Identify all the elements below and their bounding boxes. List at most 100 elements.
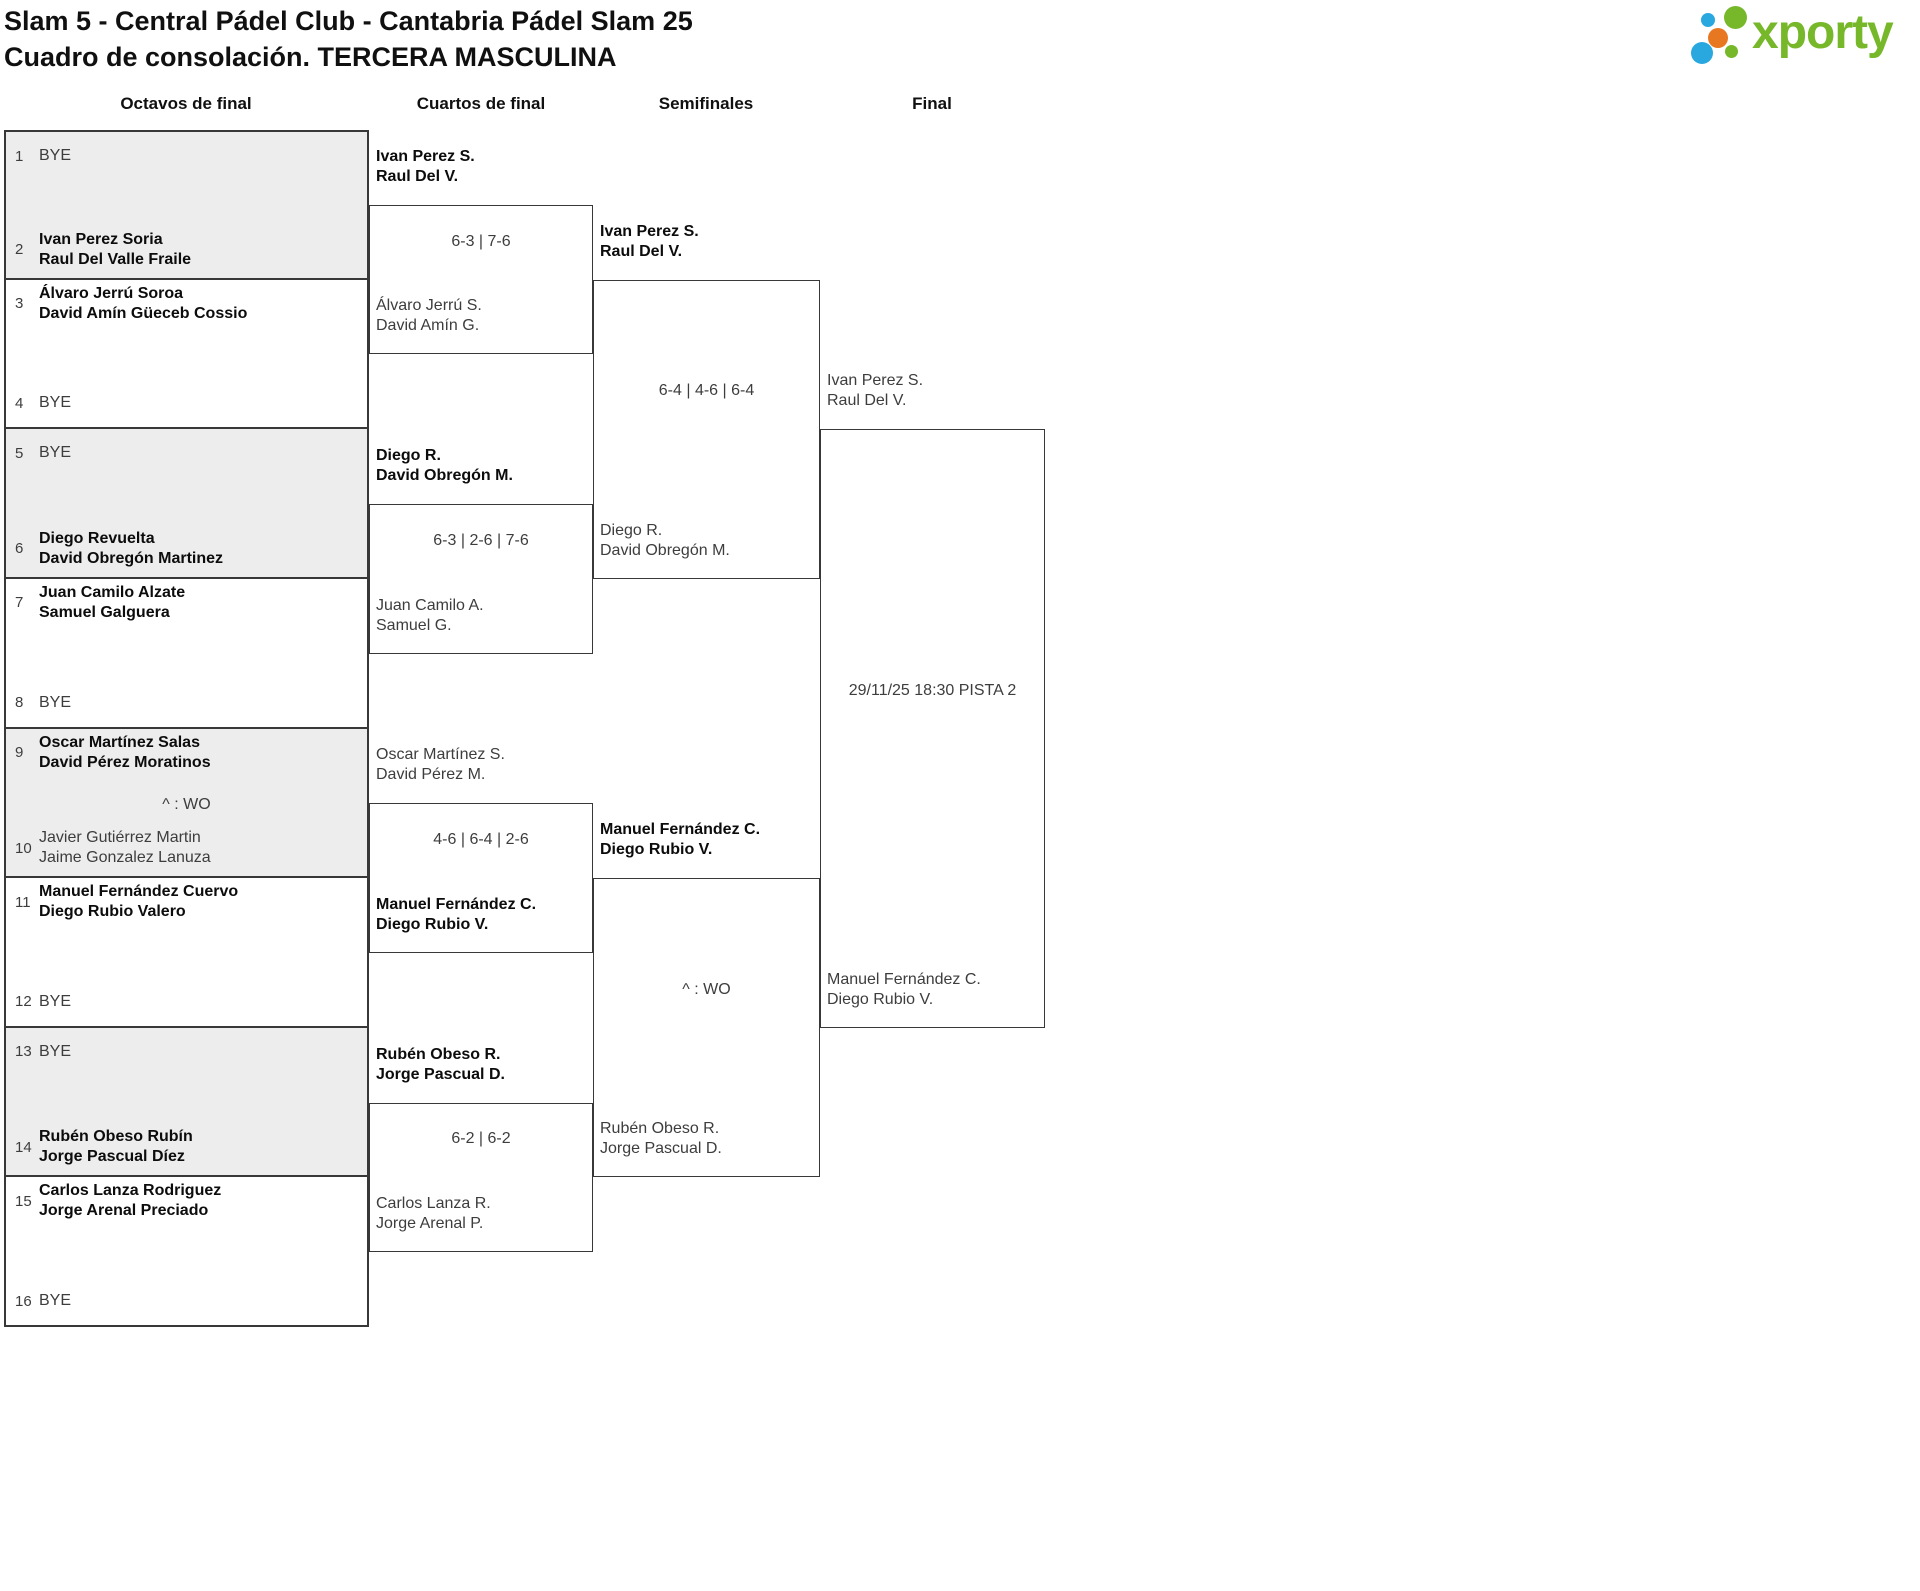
team-name: Carlos Lanza R. <box>376 1195 491 1213</box>
quarterfinal-1-bottom-team: Álvaro Jerrú S. David Amín G. <box>376 296 482 336</box>
quarterfinal-4-box <box>369 1102 593 1253</box>
seed-row: 16 BYE <box>6 1291 367 1311</box>
team-name: BYE <box>39 1042 72 1060</box>
team-name: BYE <box>39 1292 72 1309</box>
team-name: Manuel Fernández C. <box>376 895 537 913</box>
round-header-cuartos: Cuartos de final <box>416 94 546 113</box>
team-name: Carlos Lanza Rodriguez <box>39 1182 222 1200</box>
team-name: David Obregón Martinez <box>39 549 224 567</box>
final-match-top-team: Ivan Perez S.Raul Del V. <box>827 371 923 411</box>
seed-row: 5 BYE <box>6 443 367 463</box>
team-name: Diego R. <box>376 447 441 465</box>
team-name: Jorge Pascual D. <box>376 1065 505 1083</box>
seed-number: 16 <box>15 1292 32 1310</box>
team-name: Jorge Pascual D. <box>600 1140 722 1158</box>
semifinal-2-bottom-team: Rubén Obeso R. Jorge Pascual D. <box>600 1119 722 1159</box>
logo-dot-green-big-icon <box>1723 6 1747 29</box>
team-name: Álvaro Jerrú S. <box>376 297 482 315</box>
team-name: Oscar Martínez S. <box>376 746 505 764</box>
quarterfinal-2-top-team: Diego R. David Obregón M. <box>376 446 513 486</box>
team-name: David Pérez Moratinos <box>39 753 211 771</box>
quarterfinal-2-score: 6-3 | 2-6 | 7-6 <box>433 531 529 549</box>
walkover-note: ^ : WO <box>162 795 211 813</box>
final-match-bottom-team: Manuel Fernández C. Diego Rubio V. <box>827 970 981 1010</box>
team-name: David Amín G. <box>376 317 480 335</box>
quarterfinal-4-top-team: Rubén Obeso R. Jorge Pascual D. <box>376 1045 505 1085</box>
seed-row: 13 BYE <box>6 1042 367 1062</box>
seed-number: 13 <box>15 1043 32 1061</box>
quarterfinal-2-bottom-team: Juan Camilo A. Samuel G. <box>376 596 484 636</box>
seed-number: 10 <box>15 839 32 857</box>
team-name: Raul Del V. <box>600 242 683 260</box>
logo-text: xporty <box>1752 6 1894 59</box>
seed-team: BYE <box>39 1042 71 1062</box>
team-name: Diego Rubio V. <box>376 915 489 933</box>
team-name: BYE <box>39 147 72 164</box>
team-name: Juan Camilo A. <box>376 596 484 614</box>
team-name: Ivan Perez S. <box>376 147 475 165</box>
seed-number: 9 <box>15 744 24 761</box>
team-name: Diego Rubio V. <box>600 841 713 859</box>
quarterfinal-2-box <box>369 504 593 654</box>
team-name: Álvaro Jerrú Soroa <box>39 284 184 302</box>
team-name: Rubén Obeso R. <box>600 1120 720 1138</box>
team-name: BYE <box>39 394 72 412</box>
seed-number: 5 <box>15 444 24 462</box>
quarterfinal-3-bottom-team: Manuel Fernández C. Diego Rubio V. <box>376 895 536 935</box>
seed-number: 8 <box>15 694 24 711</box>
team-name: David Obregón M. <box>376 467 513 485</box>
team-name: Rubén Obeso R. <box>376 1045 501 1063</box>
quarterfinal-3-top-team: Oscar Martínez S. David Pérez M. <box>376 745 505 785</box>
xporty-logo: xporty <box>1690 0 1920 75</box>
seed-number: 11 <box>15 893 31 911</box>
quarterfinal-4-bottom-team: Carlos Lanza R.Jorge Arenal P. <box>376 1194 491 1234</box>
seed-number: 3 <box>15 295 24 313</box>
final-match-box <box>820 429 1045 1028</box>
team-name: Diego R. <box>600 521 663 539</box>
seed-team: BYE <box>39 146 71 166</box>
semifinal-1-score: 6-4 | 4-6 | 6-4 <box>658 382 755 400</box>
team-name: Diego Rubio V. <box>827 990 934 1008</box>
team-name: Manuel Fernández C. <box>827 970 981 988</box>
semifinal-2-score: ^ : WO <box>682 980 731 998</box>
team-name: Jaime Gonzalez Lanuza <box>39 849 211 867</box>
seed-number: 14 <box>15 1138 32 1156</box>
team-name: BYE <box>39 693 72 711</box>
seed-number: 15 <box>15 1192 32 1210</box>
quarterfinal-3-score: 4-6 | 6-4 | 2-6 <box>433 831 529 849</box>
semifinal-2-box <box>593 878 820 1178</box>
semifinal-1-box <box>593 279 820 579</box>
team-name: Samuel G. <box>376 616 452 634</box>
team-name: Raul Del V. <box>827 392 907 410</box>
logo-dot-blue-big-icon <box>1690 42 1713 65</box>
team-name: David Pérez M. <box>376 766 486 784</box>
page-subtitle: Cuadro de consolación. TERCERA MASCULINA <box>4 42 617 72</box>
team-name: David Obregón M. <box>600 541 730 559</box>
team-name: Manuel Fernández C. <box>600 821 761 839</box>
round-header-final: Final <box>912 94 952 113</box>
team-name: Jorge Arenal Preciado <box>39 1202 209 1220</box>
seed-number: 2 <box>15 241 24 259</box>
seed-team: BYE <box>39 443 71 463</box>
final-match-score: 29/11/25 18:30 PISTA 2 <box>848 681 1017 699</box>
team-name: Ivan Perez S. <box>600 222 699 240</box>
